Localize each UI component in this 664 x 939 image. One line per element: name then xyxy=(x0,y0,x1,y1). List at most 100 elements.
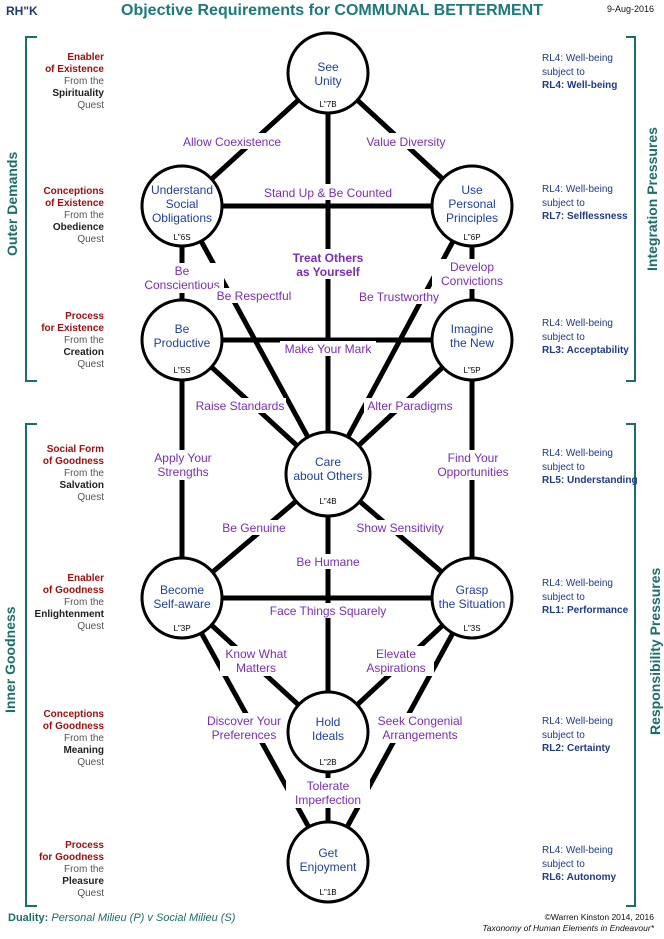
path-label-be-trustworthy: Be Trustworthy xyxy=(359,290,439,304)
left-block-title: Process xyxy=(65,840,104,851)
node-label: the New xyxy=(450,336,494,350)
node-label: Productive xyxy=(154,336,211,350)
path-label-treat-others-2: as Yourself xyxy=(296,265,361,279)
left-block-from: From the xyxy=(63,864,104,875)
path-label-tolerate-imperfection-2: Imperfection xyxy=(295,793,361,807)
node-code: L"3P xyxy=(173,624,190,633)
node-care-about-others: Care about Others L"4B xyxy=(284,430,372,518)
node-be-productive: Be Productive L"5S xyxy=(140,298,224,382)
path-label-develop-convictions-1: Develop xyxy=(450,260,494,274)
left-block-quest: Quest xyxy=(77,888,104,899)
node-label: Care xyxy=(315,455,341,469)
left-block-4: Social Form of Goodness From the Salvati… xyxy=(0,444,104,504)
node-label: Unity xyxy=(314,74,341,88)
left-block-quest: Quest xyxy=(77,100,104,111)
integration-pressures-bracket xyxy=(626,36,636,382)
node-label: See xyxy=(317,60,339,74)
right-block-line1: RL4: Well-being xyxy=(542,184,613,195)
date-label: 9-Aug-2016 xyxy=(606,4,654,14)
left-block-title: Process xyxy=(65,311,104,322)
path-label-allow-coexistence: Allow Coexistence xyxy=(183,135,281,149)
node-label: Get xyxy=(318,846,338,860)
left-block-quest-name: Meaning xyxy=(63,745,104,756)
path-label-show-sensitivity: Show Sensitivity xyxy=(356,521,443,535)
path-label-elevate-aspirations-2: Aspirations xyxy=(366,661,425,675)
right-block-line3: RL2: Certainty xyxy=(542,743,611,754)
right-block-4: RL4: Well-being subject to RL5: Understa… xyxy=(542,447,662,488)
left-block-quest: Quest xyxy=(77,234,104,245)
left-block-quest-name: Obedience xyxy=(52,222,104,233)
right-block-line1: RL4: Well-being xyxy=(542,448,613,459)
path-label-be-conscientious-1: Be xyxy=(175,264,190,278)
path-label-face-things-squarely: Face Things Squarely xyxy=(270,604,387,618)
node-imagine-the-new: Imagine the New L"5P xyxy=(430,298,514,382)
right-block-2: RL4: Well-being subject to RL7: Selfless… xyxy=(542,183,662,224)
left-block-title: Enabler xyxy=(67,52,104,63)
path-label-alter-paradigms: Alter Paradigms xyxy=(367,399,452,413)
path-label-be-genuine: Be Genuine xyxy=(222,521,286,535)
copyright-text: ©Warren Kinston 2014, 2016 xyxy=(544,912,654,922)
right-block-6: RL4: Well-being subject to RL2: Certaint… xyxy=(542,715,662,756)
right-block-line1: RL4: Well-being xyxy=(542,845,613,856)
right-block-line3: RL7: Selflessness xyxy=(542,211,628,222)
node-grasp-the-situation: Grasp the Situation L"3S xyxy=(430,556,514,640)
node-hold-ideals: Hold Ideals L"2B xyxy=(286,690,370,774)
path-label-raise-standards: Raise Standards xyxy=(196,399,285,413)
node-become-self-aware: Become Self-aware L"3P xyxy=(140,556,224,640)
right-block-line1: RL4: Well-being xyxy=(542,53,613,64)
path-label-treat-others-1: Treat Others xyxy=(293,251,364,265)
path-label-discover-preferences-2: Preferences xyxy=(212,728,277,742)
right-block-line2: subject to xyxy=(542,858,585,870)
node-code: L"2B xyxy=(319,758,336,767)
left-block-3: Process for Existence From the Creation … xyxy=(0,311,104,371)
duality-footer: Duality: Personal Milieu (P) v Social Mi… xyxy=(8,912,235,924)
right-block-3: RL4: Well-being subject to RL3: Acceptab… xyxy=(542,317,662,358)
node-label: about Others xyxy=(293,469,362,483)
node-code: L"3S xyxy=(463,624,480,633)
right-block-5: RL4: Well-being subject to RL1: Performa… xyxy=(542,577,662,618)
node-code: L"7B xyxy=(319,100,336,109)
right-block-line3: RL3: Acceptability xyxy=(542,345,629,356)
left-block-subtitle: of Goodness xyxy=(42,585,104,596)
outer-demands-bracket xyxy=(25,36,37,382)
node-label: Become xyxy=(160,583,204,597)
right-block-line3: RL1: Performance xyxy=(542,605,629,616)
left-block-5: Enabler of Goodness From the Enlightenme… xyxy=(0,573,104,633)
left-block-quest-name: Creation xyxy=(63,347,104,358)
right-block-line3: RL6: Autonomy xyxy=(542,872,617,883)
node-see-unity: See Unity L"7B xyxy=(286,31,370,115)
node-label: Hold xyxy=(316,715,341,729)
node-label: Use xyxy=(461,183,483,197)
right-block-line1: RL4: Well-being xyxy=(542,318,613,329)
nodes: See Unity L"7B Understand Social Obligat… xyxy=(140,31,514,904)
left-block-quest-name: Salvation xyxy=(59,480,104,491)
right-block-line2: subject to xyxy=(542,66,585,78)
left-block-subtitle: of Goodness xyxy=(42,721,104,732)
copyright-footer: ©Warren Kinston 2014, 2016 Taxonomy of H… xyxy=(482,912,654,934)
left-block-1: Enabler of Existence From the Spirituali… xyxy=(0,52,104,112)
node-label: Imagine xyxy=(451,322,494,336)
path-label-be-humane: Be Humane xyxy=(296,555,360,569)
path-label-be-conscientious-2: Conscientious xyxy=(144,278,219,292)
left-block-quest: Quest xyxy=(77,492,104,503)
path-label-know-what-matters-1: Know What xyxy=(225,647,287,661)
node-label: Self-aware xyxy=(153,597,211,611)
left-block-subtitle: of Goodness xyxy=(42,456,104,467)
left-block-quest-name: Pleasure xyxy=(62,876,104,887)
left-block-subtitle: of Existence xyxy=(45,64,104,75)
left-block-title: Social Form xyxy=(46,444,104,455)
left-block-subtitle: of Existence xyxy=(45,198,104,209)
path-label-seek-congenial-2: Arrangements xyxy=(382,728,457,742)
path-label-seek-congenial-1: Seek Congenial xyxy=(378,714,463,728)
left-block-quest: Quest xyxy=(77,621,104,632)
node-get-enjoyment: Get Enjoyment L"1B xyxy=(286,820,370,904)
node-code: L"6P xyxy=(463,233,480,242)
path-label-find-opportunities-1: Find Your xyxy=(448,451,499,465)
node-label: Principles xyxy=(446,211,498,225)
path-label-discover-preferences-1: Discover Your xyxy=(207,714,281,728)
left-block-title: Enabler xyxy=(67,573,104,584)
node-label: Grasp xyxy=(456,583,489,597)
node-label: Understand xyxy=(151,183,213,197)
node-use-personal-principles: Use Personal Principles L"6P xyxy=(430,164,514,248)
node-label: the Situation xyxy=(439,597,506,611)
